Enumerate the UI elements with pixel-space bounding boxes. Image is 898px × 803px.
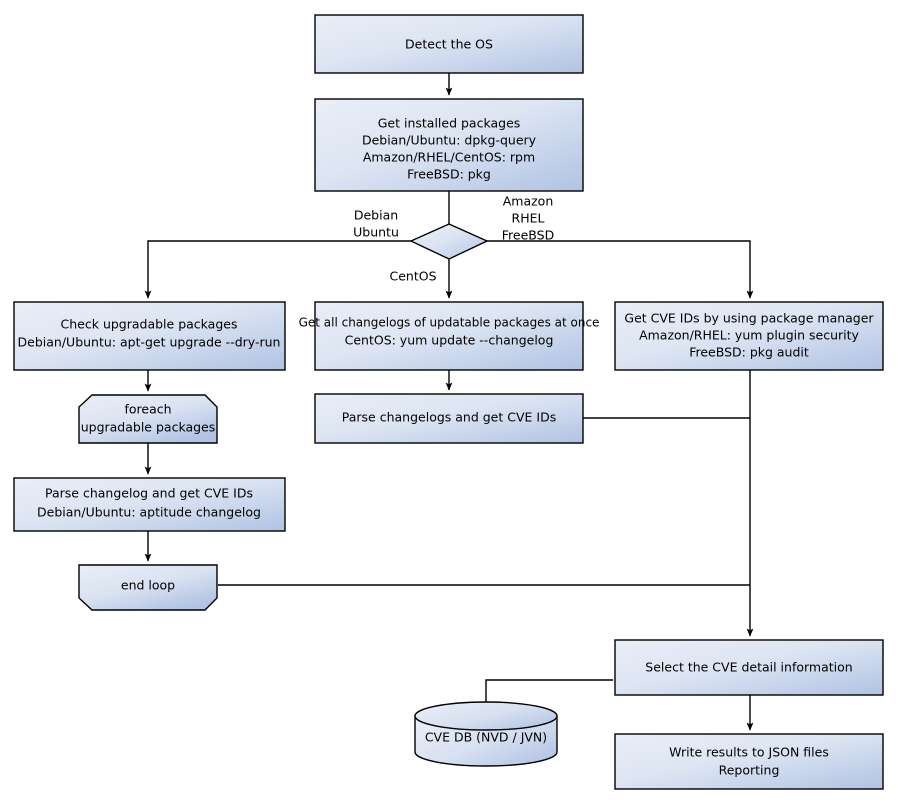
cve-db-label: CVE DB (NVD / JVN) bbox=[425, 730, 547, 745]
cve-db-cylinder-top bbox=[414, 701, 558, 731]
select-cve-detail-label: Select the CVE detail information bbox=[645, 660, 852, 675]
select-cve-detail-box[interactable] bbox=[614, 639, 884, 696]
branch-label-debian-line1: Debian bbox=[354, 208, 398, 223]
parse-changelog-debian-line1: Parse changelog and get CVE IDs bbox=[45, 486, 253, 501]
branch-label-centos: CentOS bbox=[389, 269, 436, 284]
os-decision-diamond[interactable] bbox=[409, 223, 489, 260]
node-get-cve-ids-pkgmgr[interactable]: Get CVE IDs by using package manager Ama… bbox=[614, 301, 884, 371]
node-foreach-loop[interactable]: foreach upgradable packages bbox=[78, 394, 218, 444]
get-installed-packages-line1: Get installed packages bbox=[378, 116, 521, 131]
edge-decision-amazon bbox=[487, 240, 754, 299]
get-cve-ids-pkgmgr-line1: Get CVE IDs by using package manager bbox=[624, 311, 874, 326]
parse-changelogs-centos-label: Parse changelogs and get CVE IDs bbox=[342, 410, 556, 425]
get-cve-ids-pkgmgr-box[interactable] bbox=[614, 301, 884, 371]
node-get-all-changelogs[interactable]: Get all changelogs of updatable packages… bbox=[299, 301, 600, 371]
edge-labels-layer: Debian Ubuntu Amazon RHEL FreeBSD CentOS bbox=[353, 194, 554, 284]
write-results-line2: Reporting bbox=[719, 763, 780, 778]
node-os-decision[interactable] bbox=[409, 223, 489, 260]
write-results-box[interactable] bbox=[614, 733, 884, 790]
branch-label-amazon-line3: FreeBSD bbox=[502, 228, 554, 243]
parse-changelogs-centos-box[interactable] bbox=[314, 393, 584, 444]
check-upgradable-line2: Debian/Ubuntu: apt-get upgrade --dry-run bbox=[18, 335, 281, 350]
get-cve-ids-pkgmgr-line2: Amazon/RHEL: yum plugin security bbox=[639, 328, 859, 343]
get-all-changelogs-line1: Get all changelogs of updatable packages… bbox=[299, 316, 600, 330]
get-installed-packages-line2: Debian/Ubuntu: dpkg-query bbox=[362, 133, 537, 148]
node-write-results[interactable]: Write results to JSON files Reporting bbox=[614, 733, 884, 790]
node-cve-db[interactable]: CVE DB (NVD / JVN) bbox=[414, 701, 558, 767]
write-results-line1: Write results to JSON files bbox=[669, 745, 829, 760]
node-parse-changelogs-centos[interactable]: Parse changelogs and get CVE IDs bbox=[314, 393, 584, 444]
get-installed-packages-box[interactable] bbox=[314, 98, 584, 192]
parse-changelog-debian-box[interactable] bbox=[13, 477, 286, 532]
end-loop-label: end loop bbox=[121, 578, 175, 593]
node-parse-changelog-debian[interactable]: Parse changelog and get CVE IDs Debian/U… bbox=[13, 477, 286, 532]
get-cve-ids-pkgmgr-line3: FreeBSD: pkg audit bbox=[689, 345, 809, 360]
end-loop-shape[interactable] bbox=[78, 564, 218, 611]
get-all-changelogs-box[interactable] bbox=[314, 301, 584, 371]
node-check-upgradable[interactable]: Check upgradable packages Debian/Ubuntu:… bbox=[13, 301, 286, 371]
edges-layer bbox=[144, 73, 754, 733]
node-get-installed-packages[interactable]: Get installed packages Debian/Ubuntu: dp… bbox=[314, 98, 584, 192]
branch-label-amazon-line2: RHEL bbox=[512, 211, 545, 226]
foreach-loop-line2: upgradable packages bbox=[81, 420, 216, 435]
foreach-loop-shape[interactable] bbox=[78, 394, 218, 444]
get-installed-packages-line3: Amazon/RHEL/CentOS: rpm bbox=[363, 150, 535, 165]
edge-decision-debian bbox=[144, 240, 411, 299]
check-upgradable-line1: Check upgradable packages bbox=[61, 317, 238, 332]
node-detect-os[interactable]: Detect the OS bbox=[314, 14, 584, 74]
parse-changelog-debian-line2: Debian/Ubuntu: aptitude changelog bbox=[37, 505, 261, 520]
check-upgradable-box[interactable] bbox=[13, 301, 286, 371]
get-installed-packages-line4: FreeBSD: pkg bbox=[407, 167, 491, 182]
node-end-loop[interactable]: end loop bbox=[78, 564, 218, 611]
detect-os-box[interactable] bbox=[314, 14, 584, 74]
node-select-cve-detail[interactable]: Select the CVE detail information bbox=[614, 639, 884, 696]
branch-label-debian-line2: Ubuntu bbox=[353, 225, 399, 240]
foreach-loop-line1: foreach bbox=[124, 402, 171, 417]
branch-label-amazon-line1: Amazon bbox=[503, 194, 554, 209]
detect-os-label: Detect the OS bbox=[405, 37, 493, 52]
get-all-changelogs-line2: CentOS: yum update --changelog bbox=[345, 333, 554, 348]
